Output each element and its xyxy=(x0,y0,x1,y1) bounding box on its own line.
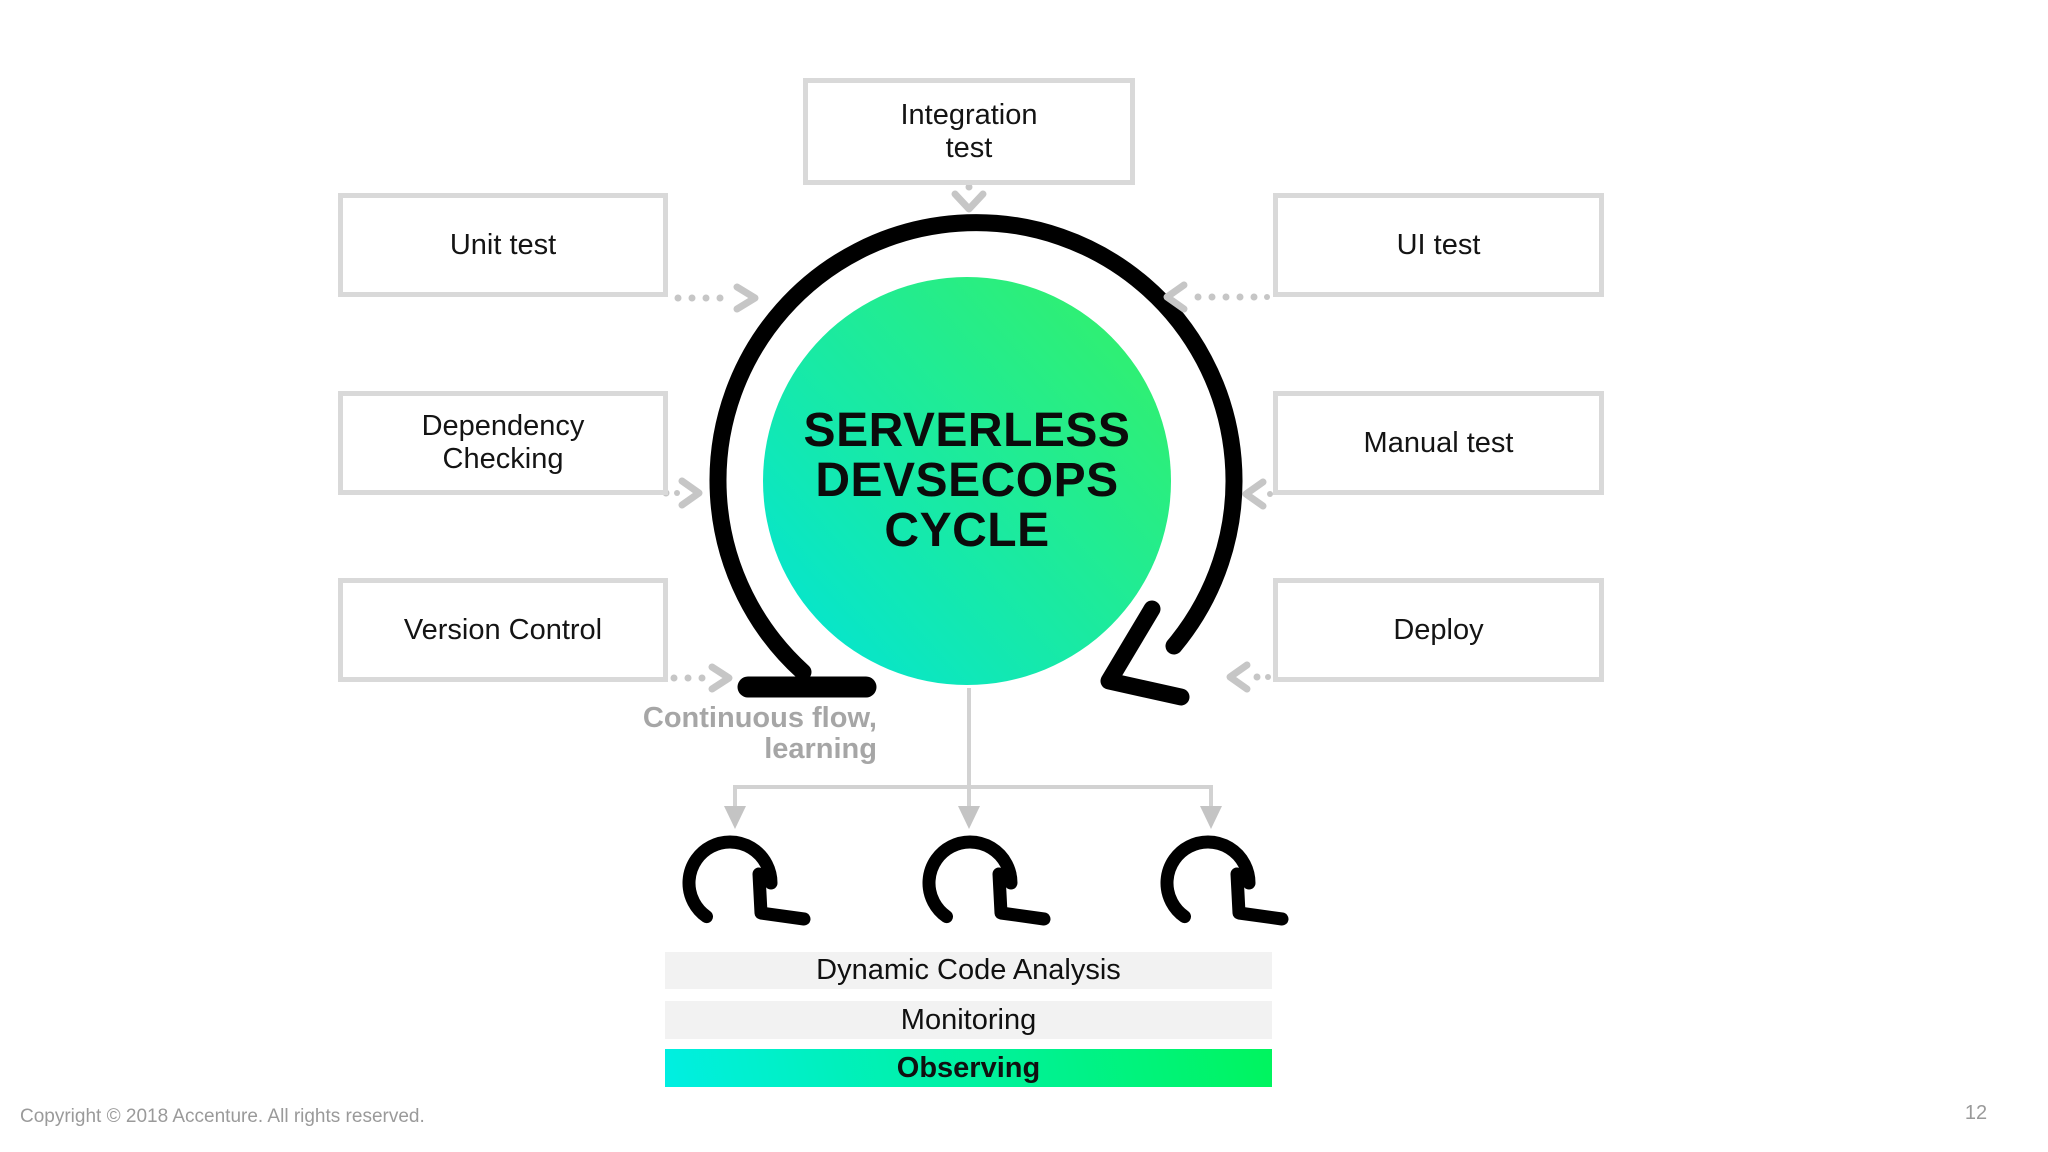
stage-box-dependency-checking: Dependency Checking xyxy=(338,391,668,495)
dotted-arrow-left-icon xyxy=(1242,478,1273,510)
stage-box-label: UI test xyxy=(1396,228,1481,261)
cycle-title-line: DEVSECOPS xyxy=(815,454,1119,507)
output-bar-label: Observing xyxy=(896,1051,1041,1084)
output-bar-monitoring: Monitoring xyxy=(665,1001,1272,1039)
output-bar-observing: Observing xyxy=(665,1049,1272,1087)
stage-box-label: Version Control xyxy=(403,613,603,646)
stage-box-label: Manual test xyxy=(1363,426,1514,459)
stage-box-deploy: Deploy xyxy=(1273,578,1604,682)
cycle-note-line: Continuous flow, xyxy=(642,702,877,734)
stage-box-label: Deploy xyxy=(1393,613,1484,646)
loop-arrow-icon xyxy=(922,835,1051,926)
cycle-title-line: CYCLE xyxy=(884,504,1050,557)
stage-box-manual-test: Manual test xyxy=(1273,391,1604,495)
stage-box-integration-test: Integration test xyxy=(803,78,1135,185)
stage-box-label: Integration test xyxy=(900,98,1038,164)
stage-box-unit-test: Unit test xyxy=(338,193,668,297)
dotted-arrow-left-icon xyxy=(1226,661,1271,693)
stage-box-label: Dependency Checking xyxy=(421,410,585,475)
cycle-note-line: learning xyxy=(764,733,877,765)
page-number: 12 xyxy=(1964,1102,1988,1124)
output-bar-label: Monitoring xyxy=(900,1003,1037,1036)
down-arrowhead-icon xyxy=(724,806,746,829)
stage-box-version-control: Version Control xyxy=(338,578,668,682)
dotted-arrow-right-icon xyxy=(670,663,733,693)
stage-box-label: Unit test xyxy=(449,228,557,261)
stage-box-ui-test: UI test xyxy=(1273,193,1604,297)
dotted-arrow-down-icon xyxy=(951,183,987,213)
output-bar-dynamic-code-analysis: Dynamic Code Analysis xyxy=(665,952,1272,989)
down-arrowhead-icon xyxy=(958,806,980,829)
cycle-note: Continuous flow, learning xyxy=(597,703,877,765)
dotted-arrow-left-icon xyxy=(1163,281,1270,313)
dotted-arrow-right-icon xyxy=(674,283,759,313)
loop-arrow-icon xyxy=(1160,835,1289,926)
output-bar-label: Dynamic Code Analysis xyxy=(816,954,1121,986)
loop-arrow-icon xyxy=(682,835,811,926)
cycle-title: SERVERLESS DEVSECOPS CYCLE xyxy=(763,277,1171,685)
cycle-title-line: SERVERLESS xyxy=(803,404,1131,457)
copyright-text: Copyright © 2018 Accenture. All rights r… xyxy=(20,1106,425,1127)
down-arrowhead-icon xyxy=(1200,806,1222,829)
